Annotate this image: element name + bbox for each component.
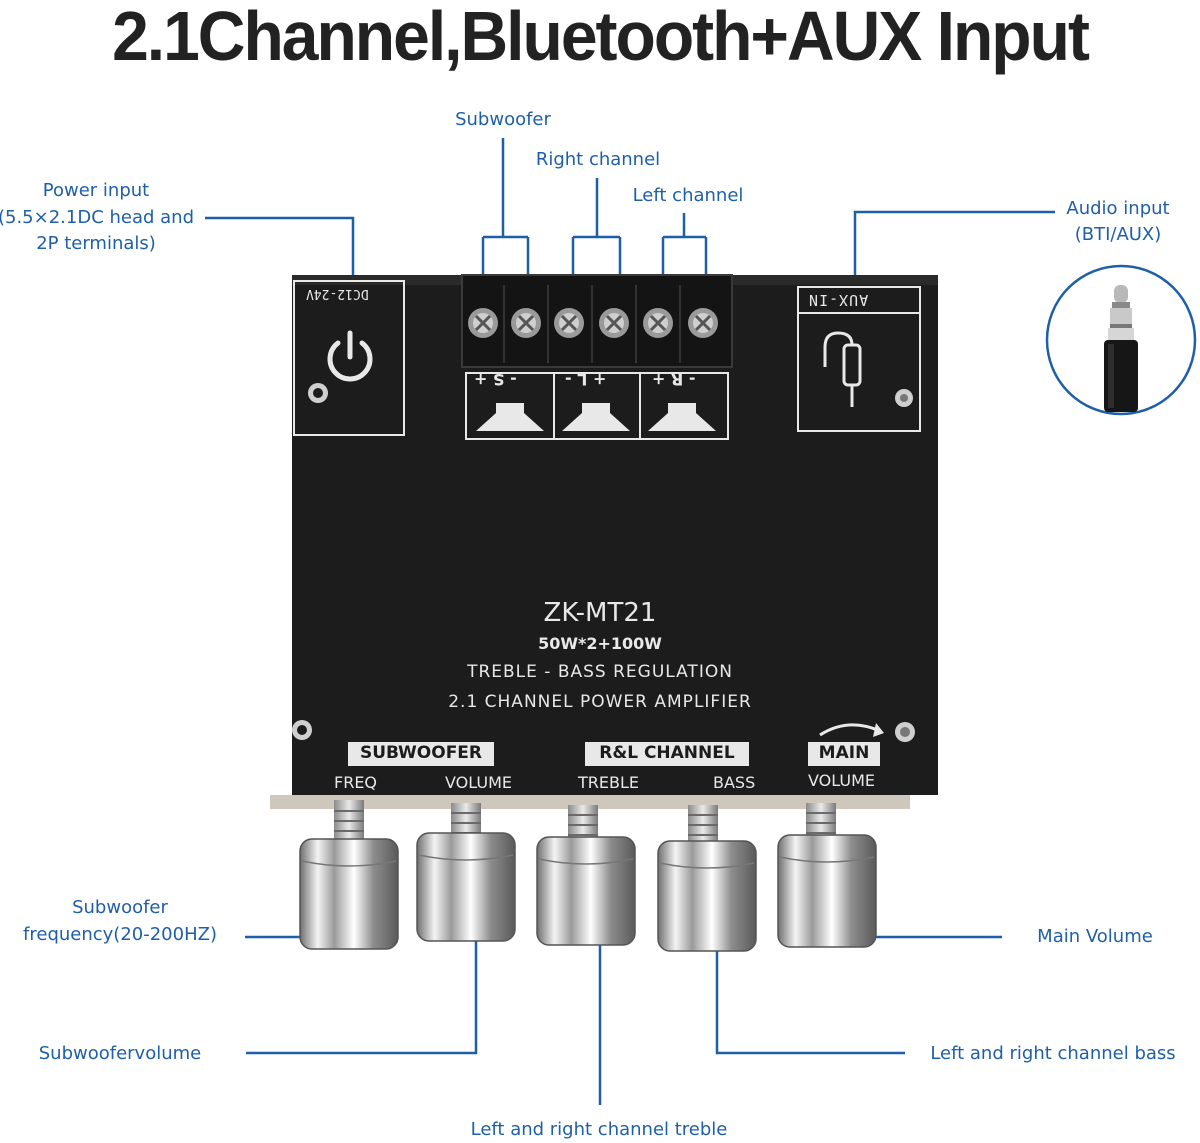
aux-jack-icon [823,331,862,407]
subwoofer-group-label: SUBWOOFER [359,743,483,763]
lr-bass-label: Left and right channel bass [930,1043,1176,1064]
board-line1: TREBLE - BASS REGULATION [467,662,733,682]
board-dc-label: DC12-24V [306,286,369,301]
speaker-icons [476,403,716,431]
audio-input-label: Audio input [1066,198,1170,219]
right-channel-leader [571,178,622,318]
amplifier-board [270,274,938,952]
sub-volume-label: Subwoofervolume [38,1043,202,1064]
subwoofer-leader [481,138,530,318]
subwoofer-label: Subwoofer [455,109,551,130]
knobs [299,832,877,952]
board-model: ZK-MT21 [543,598,657,628]
page-title: 2.1Channel,Bluetooth+AUX Input [112,0,1090,75]
power-icon [327,330,373,382]
sub-freq-label: Subwoofer [72,897,168,918]
audio-input-leader [853,210,1055,285]
screw-terminals [468,285,718,363]
bass-label: BASS [713,773,756,792]
board-line2: 2.1 CHANNEL POWER AMPLIFIER [448,692,752,712]
terminal-l-label: + L - [565,370,607,389]
terminal-s-label: - S + [474,370,517,389]
left-channel-label: Left channel [632,185,744,206]
volume-label: VOLUME [445,773,512,792]
freq-label: FREQ [334,773,378,792]
power-input-leader [205,216,355,300]
sub-volume-leader [246,940,478,1055]
board-power: 50W*2+100W [538,634,662,653]
audio-input-detail: (BTI/AUX) [1074,224,1162,245]
terminal-r-label: - R + [652,370,696,389]
power-input-label: Power input [42,180,150,201]
power-input-detail-2: 2P terminals) [36,233,156,254]
rl-group-label: R&L CHANNEL [599,743,735,763]
main-volume-label: Main Volume [1037,926,1153,947]
lr-bass-leader [715,945,905,1055]
board-aux-label: AUX-IN [808,291,869,309]
left-channel-leader [661,213,708,318]
right-channel-label: Right channel [535,149,661,170]
power-input-detail-1: (5.5×2.1DC head and [0,207,195,228]
lr-treble-label: Left and right channel treble [470,1119,728,1140]
treble-label: TREBLE [578,773,639,792]
audio-jack-icon [1104,285,1138,412]
main-volume-pcb-label: VOLUME [808,771,875,790]
main-group-label: MAIN [818,743,870,763]
sub-freq-detail: frequency(20-200HZ) [23,924,217,945]
